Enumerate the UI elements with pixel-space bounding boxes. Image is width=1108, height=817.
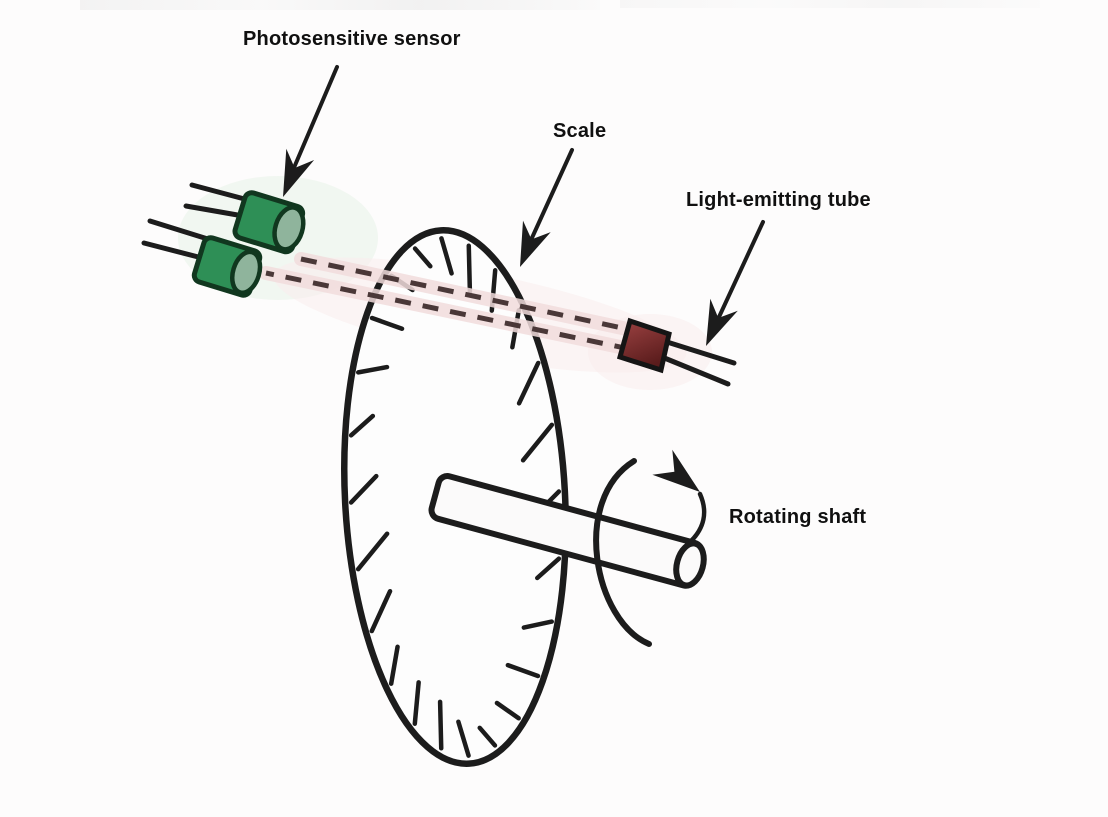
rotating-shaft (428, 473, 707, 589)
arrow-line (529, 148, 574, 242)
light-emitting-tube (616, 317, 737, 387)
disc-tick (348, 413, 376, 438)
photosensitive-sensor (141, 182, 306, 298)
emitter-lead (664, 339, 737, 366)
label-photosensitive-sensor: Photosensitive sensor (243, 28, 461, 50)
disc-tick (516, 360, 541, 406)
disc-tick (388, 644, 400, 686)
sensor-led-upper (232, 190, 306, 255)
label-rotating-shaft: Rotating shaft (729, 506, 867, 528)
disc-tick (348, 473, 379, 505)
led-lead (147, 218, 214, 243)
disc-tick (494, 700, 521, 721)
disc-tick (521, 619, 555, 630)
arrow-head (283, 148, 315, 197)
label-arrow-scale (520, 148, 574, 267)
disc-tick (466, 243, 473, 295)
label-arrow-photosensitive-sensor (283, 65, 339, 197)
light-beam (259, 252, 651, 359)
sensor-led-lower (191, 235, 263, 298)
disc-tick (412, 246, 433, 269)
disc-tick (535, 556, 562, 581)
disc-tick (437, 699, 444, 751)
led-lead (189, 182, 255, 204)
rotation-arrow-arc (593, 458, 652, 647)
label-arrow-light-emitting-tube (706, 220, 765, 346)
shaft-end-cap (673, 540, 707, 589)
led-dome (272, 205, 306, 252)
arrow-head (520, 220, 551, 267)
scan-artifact (80, 0, 600, 10)
label-light-emitting-tube: Light-emitting tube (686, 189, 871, 211)
light-beam-glow (294, 252, 634, 336)
arrow-line (291, 65, 339, 172)
disc-tick (369, 588, 393, 634)
label-scale: Scale (553, 120, 607, 142)
rotation-arrow-tail (688, 491, 707, 544)
disc-tick (412, 680, 421, 726)
rotation-arrow-head (652, 449, 700, 492)
emitter-body (616, 317, 672, 374)
disc-tick (439, 236, 454, 276)
led-lead (141, 240, 209, 262)
arrow-head (706, 298, 738, 346)
arrow-line (717, 220, 765, 319)
disc-tick (369, 315, 405, 331)
led-dome (230, 249, 263, 296)
scan-artifact (620, 0, 1040, 8)
rotation-arrow (593, 449, 707, 647)
light-beam-lower (265, 270, 645, 355)
disc-tick (520, 422, 555, 463)
disc-tick (355, 531, 390, 572)
disc-tick (505, 662, 541, 679)
disc-tick (355, 364, 390, 375)
disc-tick (456, 719, 471, 758)
disc-tick (477, 725, 498, 748)
emitter-lead (659, 354, 731, 387)
